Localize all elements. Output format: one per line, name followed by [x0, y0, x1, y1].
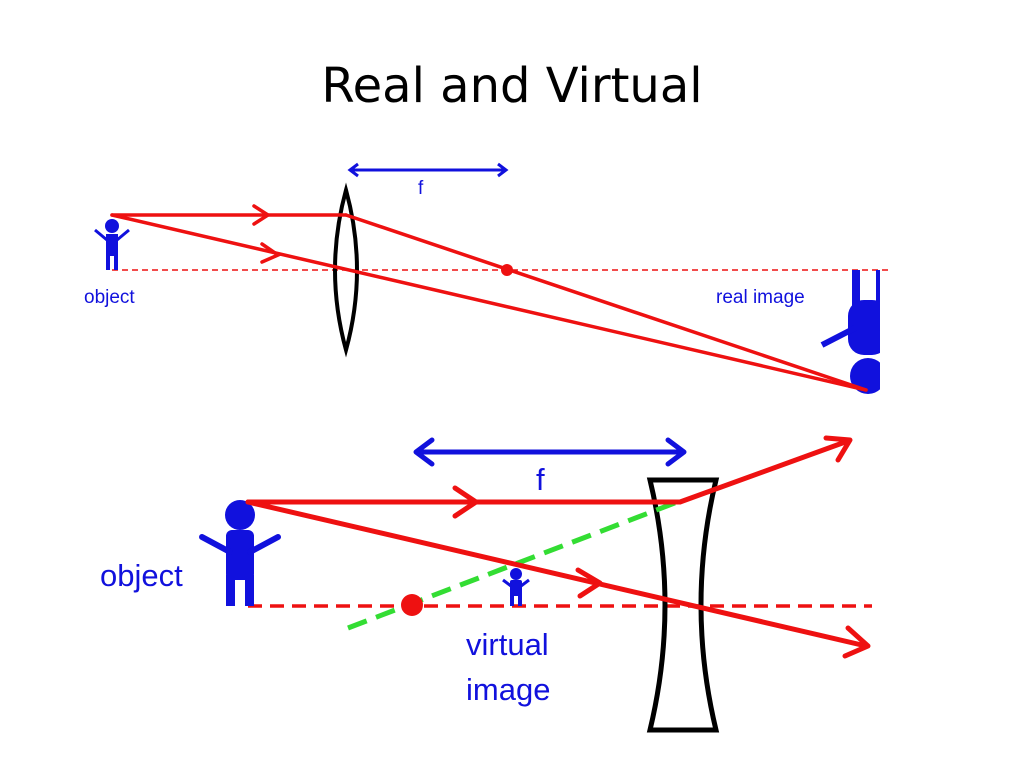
central-ray-bottom — [245, 499, 869, 649]
virtual-image-figure — [502, 568, 530, 606]
slide-title: Real and Virtual — [321, 58, 703, 114]
real-image-diagram: f object real image — [84, 162, 890, 394]
ray-arrowhead-2 — [260, 242, 282, 264]
diverging-ray-bottom — [677, 438, 851, 505]
ray-arrowhead-3 — [452, 485, 479, 519]
rays-top — [110, 204, 868, 392]
virtual-image-diagram: f object virtual image — [100, 435, 872, 733]
focal-point-bottom — [401, 594, 423, 616]
focal-length-arrow-bottom — [413, 437, 687, 467]
ray-arrowhead-1 — [252, 204, 272, 226]
object-label-top: object — [84, 287, 135, 308]
focal-label-bottom: f — [536, 462, 545, 497]
image-label-top: real image — [716, 287, 805, 308]
object-label-bottom: object — [100, 558, 183, 593]
ray-arrowhead-4 — [575, 567, 603, 599]
ray-arrowhead-6 — [842, 625, 871, 659]
convex-lens — [333, 182, 359, 358]
central-ray-top — [110, 213, 868, 392]
focal-label-top: f — [418, 178, 424, 199]
object-figure-top — [94, 219, 130, 270]
real-image-figure — [820, 270, 880, 394]
virtual-image-label-line2: image — [466, 672, 550, 707]
refracted-ray-top — [344, 213, 868, 392]
focal-length-arrow-top — [347, 162, 509, 178]
virtual-image-label-line1: virtual — [466, 627, 549, 662]
concave-lens — [646, 477, 720, 733]
object-figure-bottom — [199, 500, 281, 606]
rays-bottom — [245, 435, 871, 659]
ray-arrowhead-5 — [823, 435, 853, 463]
focal-point-top — [501, 264, 513, 276]
